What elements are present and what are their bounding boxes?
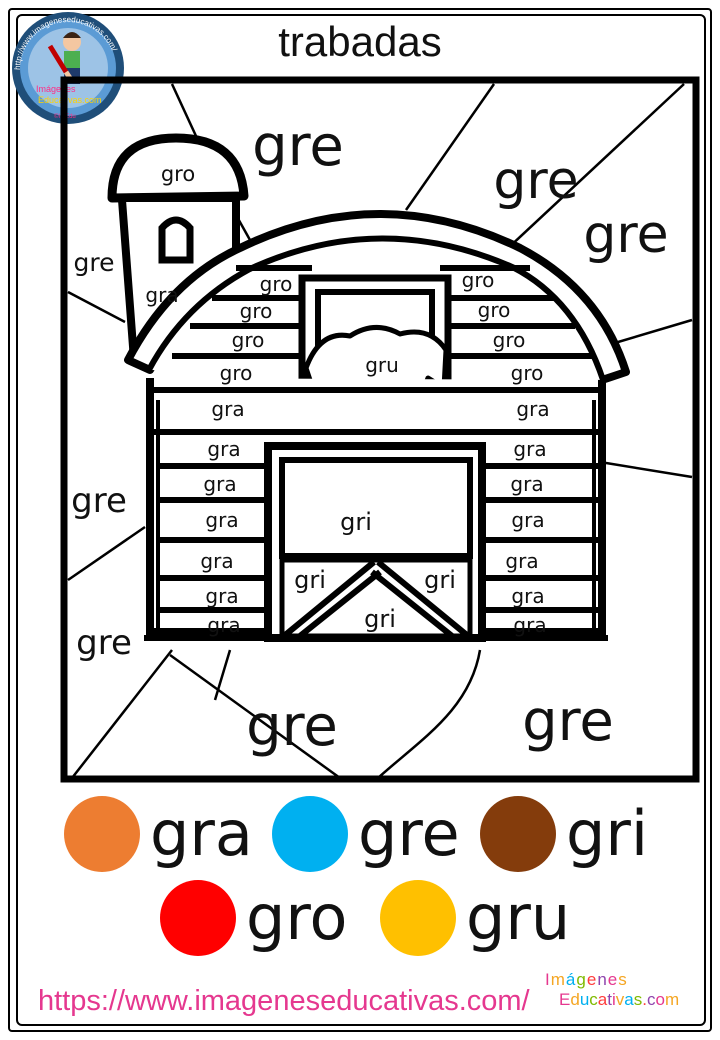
syllable-bottom-mid: gre: [246, 694, 338, 759]
site-logo: Imágenes Educativas.com ©ImEdu http://ww…: [12, 12, 124, 124]
syllable-silo-top: gro: [161, 162, 195, 186]
syllable-wall-right-6: gra: [511, 584, 544, 608]
legend-label: gra: [150, 797, 253, 870]
syllable-sky-top-right-1: gre: [493, 151, 578, 211]
legend-item-gre: gre: [272, 796, 460, 872]
syllable-wall-right-5: gra: [505, 549, 538, 573]
syllable-door-top: gri: [340, 508, 372, 536]
syllable-roof-right-4: gro: [511, 361, 544, 385]
barn-door: [264, 442, 486, 642]
legend-label: gre: [358, 797, 460, 870]
color-swatch-blue: [272, 796, 348, 872]
footer-brand-line1: Imágenes: [545, 970, 628, 989]
color-swatch-orange: [64, 796, 140, 872]
color-swatch-brown: [480, 796, 556, 872]
syllable-wall-left-4: gra: [205, 508, 238, 532]
syllable-wall-right-3: gra: [510, 472, 543, 496]
legend-item-gru: gru: [380, 880, 570, 956]
syllable-bottom-right: gre: [522, 689, 614, 754]
syllable-hay: gru: [365, 353, 399, 377]
syllable-silo-body: gra: [145, 283, 178, 307]
syllable-door-left: gri: [294, 566, 326, 594]
logo-brand-top: Imágenes: [36, 84, 76, 94]
syllable-roof-right-2: gro: [478, 298, 511, 322]
picture-frame: [60, 76, 700, 783]
page-title: trabadas: [278, 18, 442, 65]
legend-label: gru: [466, 881, 571, 954]
syllable-door-right: gri: [424, 566, 456, 594]
syllable-roof-right-3: gro: [493, 328, 526, 352]
syllable-sky-top-right-2: gre: [583, 205, 668, 265]
syllable-wall-right-7: gra: [513, 613, 546, 637]
syllable-wall-left-6: gra: [205, 584, 238, 608]
syllable-door-bottom: gri: [364, 605, 396, 633]
syllable-left-mid: gre: [71, 481, 127, 521]
syllable-left-of-silo: gre: [74, 248, 115, 277]
syllable-wall-right-1: gra: [516, 397, 549, 421]
syllable-wall-left-2: gra: [207, 437, 240, 461]
page-border-outer: [8, 8, 712, 1032]
syllable-wall-left-7: gra: [207, 613, 240, 637]
syllable-roof-left-3: gro: [232, 328, 265, 352]
syllable-wall-left-1: gra: [211, 397, 244, 421]
footer-brand-line2: Educativas.com: [559, 990, 680, 1009]
syllable-wall-left-5: gra: [200, 549, 233, 573]
footer-url-link[interactable]: https://www.imageneseducativas.com/: [38, 985, 530, 1017]
syllable-wall-right-2: gra: [513, 437, 546, 461]
color-swatch-red: [160, 880, 236, 956]
legend-label: gro: [246, 881, 348, 954]
hay-loft: [298, 274, 452, 413]
syllable-roof-left-2: gro: [240, 299, 273, 323]
footer-brand-logo: Imágenes Educativas.com: [545, 970, 679, 1010]
region-lines: [67, 83, 693, 780]
syllable-wall-right-4: gra: [511, 508, 544, 532]
roof-boards: [172, 265, 592, 359]
syllable-roof-right-1: gro: [462, 268, 495, 292]
color-swatch-yellow: [380, 880, 456, 956]
legend-item-gri: gri: [480, 796, 648, 872]
barn-coloring-picture: gro gra gre gre gre gre gre gre gre gre …: [60, 76, 700, 783]
logo-brand-bottom: Educativas.com: [38, 95, 102, 105]
legend-item-gra: gra: [64, 796, 253, 872]
syllable-left-low: gre: [76, 623, 132, 663]
syllable-sky-top: gre: [252, 114, 344, 179]
legend-item-gro: gro: [160, 880, 347, 956]
syllable-roof-left-4: gro: [220, 361, 253, 385]
syllable-roof-left-1: gro: [260, 272, 293, 296]
page-border-inner: [16, 14, 706, 1026]
syllable-wall-left-3: gra: [203, 472, 236, 496]
legend-label: gri: [566, 797, 649, 870]
